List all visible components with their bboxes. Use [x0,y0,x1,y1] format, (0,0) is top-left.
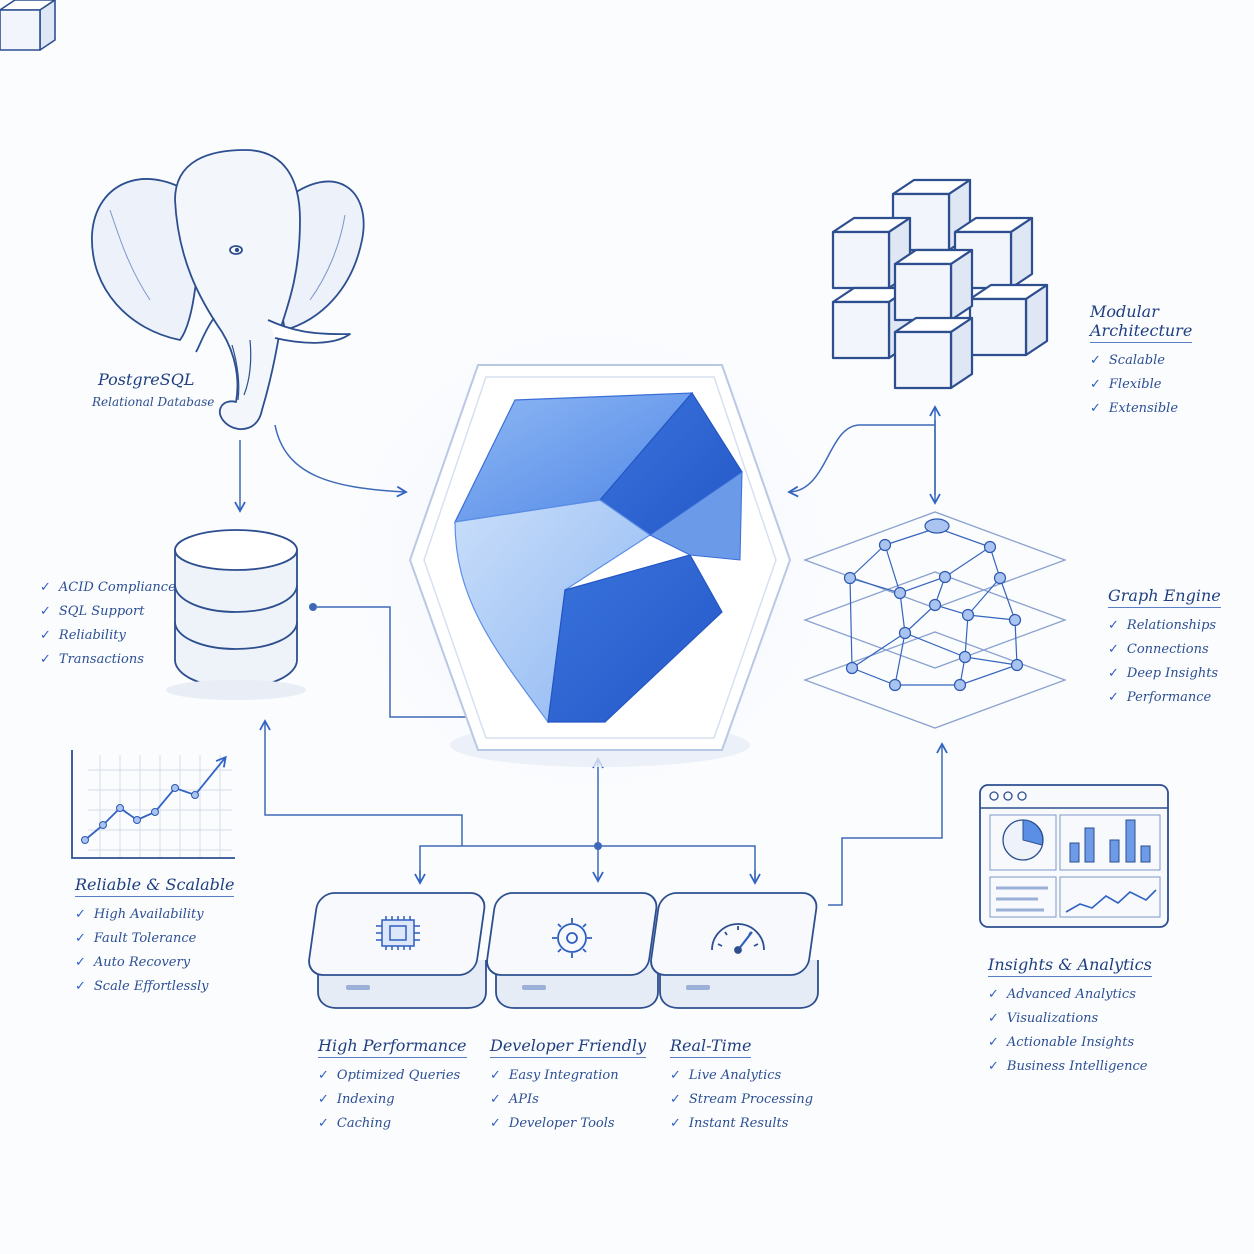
reliable-title: Reliable & Scalable [75,875,235,898]
check-icon: ✓ [670,1116,681,1132]
list-item: ✓Indexing [318,1092,395,1108]
check-icon: ✓ [318,1116,329,1132]
check-icon: ✓ [40,604,51,619]
list-item: ✓Business Intelligence [988,1059,1148,1075]
database-icon [166,529,306,700]
list-item: ✓Instant Results [670,1116,789,1132]
chip-icon-device [308,892,487,1009]
check-icon: ✓ [988,1011,999,1027]
gauge-icon-device [650,892,819,1009]
insights-title: Insights & Analytics [988,955,1152,978]
list-item: ✓Connections [1108,642,1209,658]
list-item: ✓Optimized Queries [318,1068,461,1084]
list-item: ✓Caching [318,1116,392,1132]
trend-chart-icon [71,750,235,859]
check-icon: ✓ [1090,401,1101,417]
list-item: ✓Visualizations [988,1011,1099,1027]
gear-icon [552,918,592,958]
core-logo-icon [408,364,792,767]
graph-title: Graph Engine [1108,586,1221,609]
performance-title: High Performance [318,1036,467,1059]
graph-block: Graph Engine ✓Relationships ✓Connections… [1108,586,1221,710]
check-icon: ✓ [1090,377,1101,393]
list-item: ✓Deep Insights [1108,666,1219,682]
elephant-icon [91,149,365,430]
check-icon: ✓ [75,955,86,971]
check-icon: ✓ [670,1092,681,1108]
list-item: ✓Performance [1108,690,1212,706]
list-item: ✓Live Analytics [670,1068,782,1084]
postgres-subtitle: Relational Database [92,395,215,410]
list-item: ✓Stream Processing [670,1092,814,1108]
postgres-title: PostgreSQL [98,370,195,389]
list-item: ✓Fault Tolerance [75,931,197,947]
gauge-icon [711,923,765,954]
list-item: ✓SQL Support [40,604,145,619]
modular-title-line1: Modular [1090,302,1159,321]
list-item: ✓Actionable Insights [988,1035,1135,1051]
check-icon: ✓ [75,907,86,923]
performance-block: High Performance ✓Optimized Queries ✓Ind… [318,1036,467,1136]
check-icon: ✓ [490,1092,501,1108]
list-item: ✓Advanced Analytics [988,987,1136,1003]
developer-title: Developer Friendly [490,1036,647,1059]
check-icon: ✓ [318,1092,329,1108]
check-icon: ✓ [1108,690,1119,706]
check-icon: ✓ [670,1068,681,1084]
check-icon: ✓ [75,931,86,947]
list-item: ✓Relationships [1108,618,1217,634]
check-icon: ✓ [40,652,51,667]
insights-block: Insights & Analytics ✓Advanced Analytics… [988,955,1152,1079]
realtime-title: Real-Time [670,1036,752,1059]
list-item: ✓Transactions [40,652,144,667]
check-icon: ✓ [988,1035,999,1051]
reliable-block: Reliable & Scalable ✓High Availability ✓… [75,875,235,999]
list-item: ✓Extensible [1090,401,1179,417]
chip-icon [376,916,420,950]
graph-network-icon [803,511,1067,729]
list-item: ✓ACID Compliance [40,580,176,595]
check-icon: ✓ [318,1068,329,1084]
list-item: ✓Developer Tools [490,1116,615,1132]
cubes-icon [0,0,1049,390]
check-icon: ✓ [988,1059,999,1075]
modular-title-line2: Architecture [1090,321,1193,344]
check-icon: ✓ [988,987,999,1003]
list-item: ✓Scalable [1090,353,1165,369]
modular-block: Modular Architecture ✓Scalable ✓Flexible… [1090,302,1193,421]
list-item: ✓High Availability [75,907,204,923]
postgres-label-block: PostgreSQL Relational Database [92,370,214,409]
list-item: ✓APIs [490,1092,539,1108]
list-item: ✓Auto Recovery [75,955,191,971]
dashboard-icon [979,784,1169,928]
list-item: ✓Easy Integration [490,1068,619,1084]
list-item: ✓Scale Effortlessly [75,979,209,995]
database-features: ✓ACID Compliance ✓SQL Support ✓Reliabili… [40,570,176,672]
list-item: ✓Reliability [40,628,126,643]
check-icon: ✓ [1090,353,1101,369]
connectors [234,405,948,906]
check-icon: ✓ [490,1116,501,1132]
check-icon: ✓ [1108,666,1119,682]
check-icon: ✓ [40,580,51,595]
list-item: ✓Flexible [1090,377,1162,393]
check-icon: ✓ [75,979,86,995]
check-icon: ✓ [1108,618,1119,634]
developer-block: Developer Friendly ✓Easy Integration ✓AP… [490,1036,647,1136]
check-icon: ✓ [40,628,51,643]
check-icon: ✓ [490,1068,501,1084]
check-icon: ✓ [1108,642,1119,658]
realtime-block: Real-Time ✓Live Analytics ✓Stream Proces… [670,1036,813,1136]
gear-icon-device [486,892,659,1009]
